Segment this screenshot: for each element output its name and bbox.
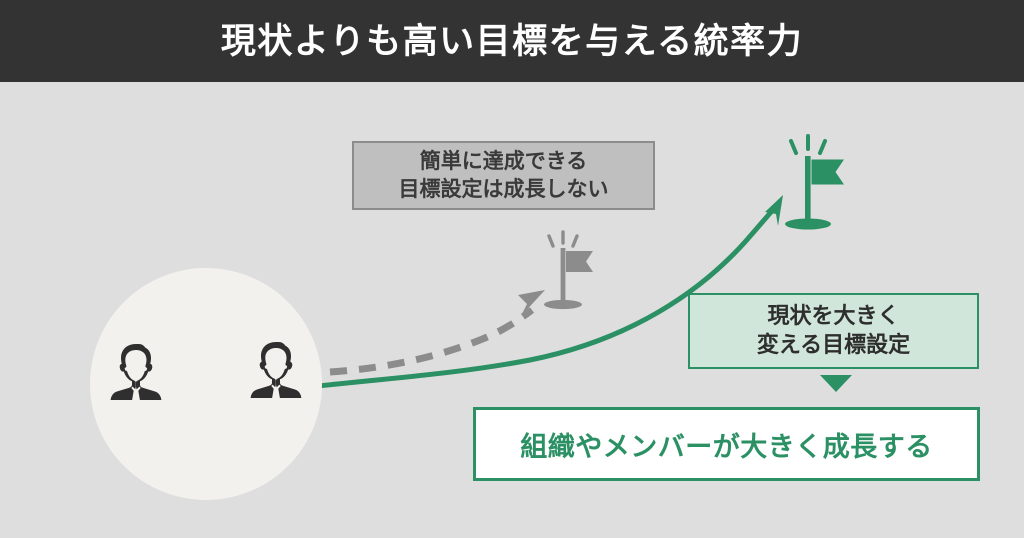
avatar xyxy=(110,344,162,400)
flag-base xyxy=(785,218,831,230)
triangle-down-icon xyxy=(820,375,852,392)
person-face xyxy=(124,350,148,391)
flag-pole xyxy=(805,156,811,222)
flag-icon xyxy=(785,134,844,230)
person-tie xyxy=(271,384,281,398)
callout-gray-box: 簡単に達成できる 目標設定は成長しない xyxy=(352,141,655,210)
flag-banner xyxy=(566,251,593,272)
result-box-line1: 組織やメンバーが大きく成長する xyxy=(520,431,933,462)
dashed-growth-curve xyxy=(329,307,535,376)
flag-banner xyxy=(811,159,844,185)
callout-result-box: 組織やメンバーが大きく成長する xyxy=(473,407,980,481)
people-group-circle xyxy=(90,268,322,500)
diagram-stage: 簡単に達成できる 目標設定は成長しない 現状を大きく 変える目標設定 組織やメン… xyxy=(0,82,1024,538)
page-title: 現状よりも高い目標を与える統率力 xyxy=(220,21,804,61)
gray-box-line2: 目標設定は成長しない xyxy=(398,177,609,201)
header-bar: 現状よりも高い目標を与える統率力 xyxy=(0,0,1024,82)
callout-mint-box: 現状を大きく 変える目標設定 xyxy=(688,293,979,369)
flag-base xyxy=(544,299,582,310)
dashed-arrow-head xyxy=(518,290,545,316)
person-face xyxy=(264,348,288,389)
flag-icon xyxy=(544,230,593,310)
flag-sparkles xyxy=(547,230,579,248)
green-arrow-head xyxy=(765,195,783,226)
mint-box-line1: 現状を大きく xyxy=(767,303,900,329)
person-tie xyxy=(131,386,141,400)
avatar xyxy=(250,342,302,398)
green-growth-curve xyxy=(225,200,782,401)
mint-box-line2: 変える目標設定 xyxy=(756,332,911,357)
flag-sparkles xyxy=(789,134,827,155)
flag-pole xyxy=(560,248,566,303)
gray-box-line1: 簡単に達成できる xyxy=(419,149,588,173)
